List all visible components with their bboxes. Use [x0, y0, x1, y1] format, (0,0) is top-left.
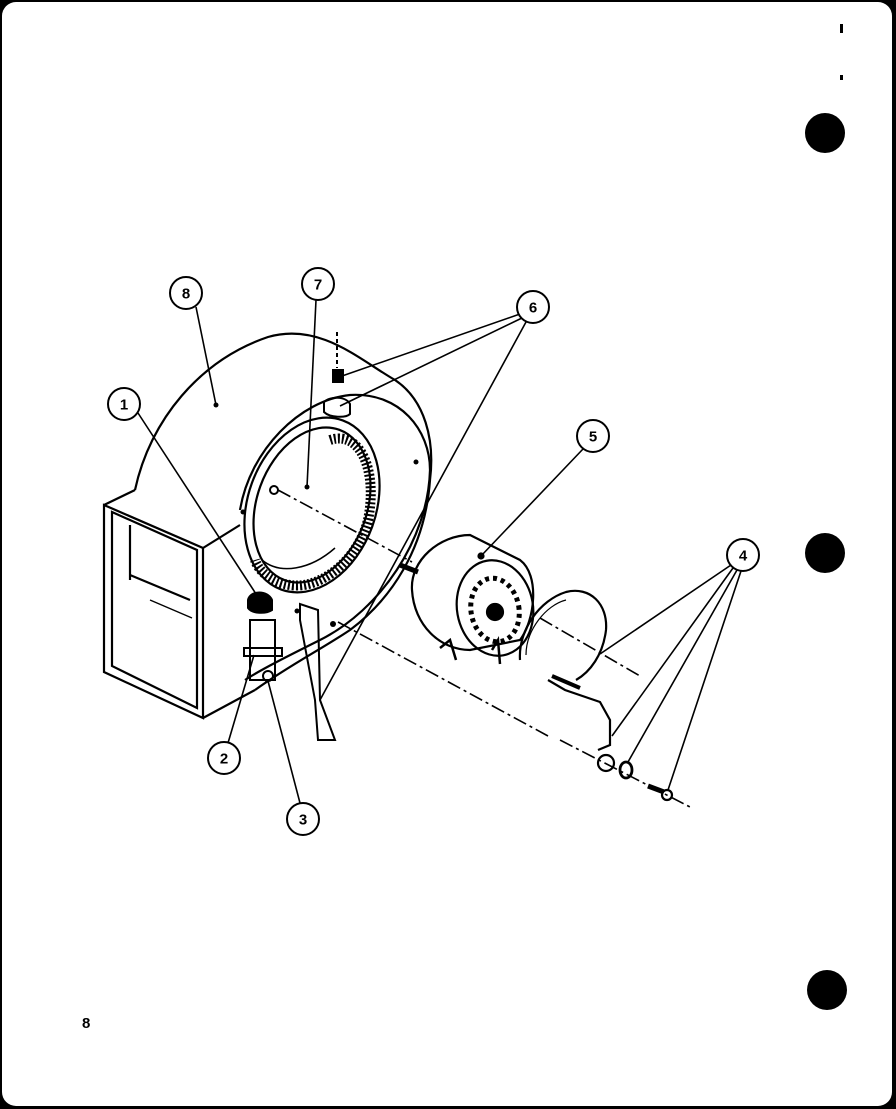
binder-hole-bottom [807, 970, 847, 1010]
callout-label: 2 [220, 751, 228, 768]
mounting-hardware [299, 332, 351, 741]
leader-3 [267, 680, 301, 804]
mount-bolt-head [660, 788, 674, 802]
motor-shaft [399, 562, 419, 575]
callout-circle [207, 741, 241, 775]
callout-label: 7 [314, 277, 322, 294]
discharge-frame-inner [110, 510, 199, 710]
callout-label: 5 [589, 429, 597, 446]
leader-4a [599, 564, 732, 655]
mount-arm [547, 679, 612, 752]
binder-holes [805, 24, 847, 1010]
leader-4c [627, 569, 738, 763]
callout-2: 2 [207, 741, 241, 775]
callout-label: 3 [299, 812, 307, 829]
leader-1 [137, 412, 259, 598]
housing-inlet-lip [252, 426, 372, 584]
callout-circle [726, 538, 760, 572]
callout-circle [516, 290, 550, 324]
callout-3: 3 [286, 802, 320, 836]
wheel-blades [250, 433, 376, 591]
motor-leads [439, 636, 502, 665]
discharge-shading [149, 599, 193, 619]
capacitor-body [249, 619, 276, 681]
housing-inlet-ring [243, 416, 381, 594]
callout-4: 4 [726, 538, 760, 572]
binder-hole-top [805, 113, 845, 153]
binder-hole-middle [805, 533, 845, 573]
mount-ring [518, 589, 608, 681]
callout-5: 5 [576, 419, 610, 453]
callout-7: 7 [301, 267, 335, 301]
screw-top [332, 369, 344, 383]
callout-circle [286, 802, 320, 836]
callout-label: 6 [529, 300, 537, 317]
leader-6a [341, 313, 521, 377]
callout-circle [169, 276, 203, 310]
blower-housing [102, 332, 433, 720]
callout-6: 6 [516, 290, 550, 324]
leader-5 [480, 448, 584, 557]
motor-end-bell [455, 559, 535, 657]
axis-line-upper-rear [539, 617, 641, 677]
leader-lines [137, 299, 742, 804]
bracket-clip [323, 396, 351, 418]
blower-motor-part [399, 533, 535, 665]
leader-4d [667, 570, 742, 791]
assembly-axes [277, 489, 693, 809]
callout-8: 8 [169, 276, 203, 310]
leader-2 [227, 654, 255, 744]
housing-hole [294, 608, 300, 614]
housing-side-panel [238, 393, 432, 681]
leader-6c [319, 321, 527, 701]
housing-hole [330, 621, 336, 627]
callout-circle [301, 267, 335, 301]
scan-mark [840, 75, 843, 80]
callout-1: 1 [107, 387, 141, 421]
mount-washer [618, 760, 634, 780]
housing-scroll-outline [133, 332, 433, 691]
axis-line-upper [277, 489, 413, 563]
capacitor-strap-part [243, 647, 283, 657]
grommet-clip-part [247, 591, 273, 614]
leader-7 [306, 299, 317, 488]
housing-hole [413, 459, 419, 465]
wheel-rim [261, 547, 336, 570]
leader-8 [195, 306, 217, 406]
mount-nut [596, 753, 616, 773]
mount-arm-clip [551, 674, 581, 690]
mount-ring-inner [525, 599, 567, 656]
discharge-side-edge [202, 524, 241, 549]
mounting-leg [299, 602, 337, 741]
motor-vent-ring [468, 575, 522, 645]
callout-circle [107, 387, 141, 421]
leader-4b [611, 567, 734, 737]
callout-circle [576, 419, 610, 453]
axis-line-lower [337, 621, 549, 737]
discharge-shading [129, 573, 191, 602]
callout-label: 4 [739, 548, 748, 565]
page-number: 8 [82, 1015, 91, 1032]
capacitor-assembly [243, 591, 283, 682]
scan-mark [840, 24, 843, 33]
callout-label: 8 [182, 286, 190, 303]
leader-6b [339, 317, 523, 407]
housing-hole [240, 509, 246, 515]
discharge-top-edge [103, 489, 136, 506]
callout-label: 1 [120, 397, 128, 414]
motor-shaft-end [485, 602, 505, 622]
discharge-bottom-edge [202, 689, 256, 719]
